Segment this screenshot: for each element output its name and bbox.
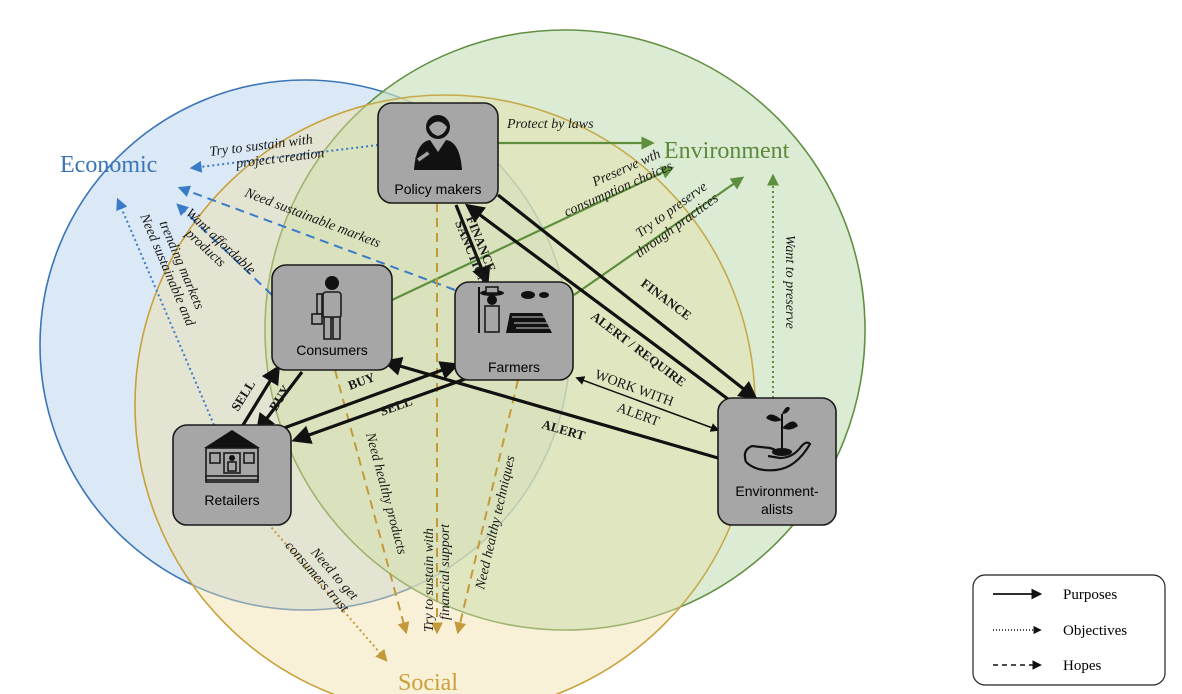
hand-plant-icon (743, 406, 812, 472)
farmer-field-icon (478, 286, 552, 333)
label-sustain-financial: Try to sustain with financial support (422, 523, 453, 632)
arrow-envist-policy (464, 203, 741, 410)
label-sustain-project: Try to sustain with project creation (209, 131, 326, 175)
arrow-consumers-environment (391, 166, 675, 301)
shop-stall-icon (204, 430, 260, 483)
consumers-label: Consumers (296, 342, 368, 358)
label-want-to-preserve: Want to preserve (782, 235, 797, 329)
arrow-consumers-social (334, 369, 410, 635)
arrow-consumers-economic (176, 203, 273, 296)
label-protect-by-laws: Protect by laws (506, 117, 594, 132)
legend-hopes-label: Hopes (1063, 658, 1101, 674)
environmentalists-label-1: Environment- (735, 483, 819, 499)
arrow-farmers-envist (575, 376, 720, 432)
arrow-retailers-consumers (238, 364, 281, 431)
arrow-policy-farmers (454, 204, 491, 286)
arrow-retailers-farmers (283, 361, 460, 430)
node-farmers[interactable]: Farmers (454, 281, 574, 381)
arrow-retailers-social (264, 519, 388, 662)
arrow-farmers-economic (177, 185, 456, 291)
farmers-label: Farmers (488, 359, 540, 375)
legend: Purposes Objectives Hopes (972, 574, 1166, 686)
node-policy-makers[interactable]: Policy makers (377, 102, 499, 204)
environmentalists-label-2: alists (761, 501, 793, 517)
person-gavel-icon (414, 115, 462, 170)
arrow-farmers-social (454, 379, 519, 635)
legend-purposes-label: Purposes (1063, 587, 1117, 603)
legend-objectives-label: Objectives (1063, 623, 1127, 639)
node-consumers[interactable]: Consumers (271, 264, 393, 371)
retailers-label: Retailers (204, 492, 259, 508)
environment-label: Environment (664, 138, 790, 164)
node-environmentalists[interactable]: Environment- alists (717, 397, 837, 526)
policy-makers-label: Policy makers (394, 181, 481, 197)
economic-label: Economic (60, 152, 157, 178)
social-label: Social (398, 670, 458, 694)
node-retailers[interactable]: Retailers (172, 424, 292, 526)
arrow-farmers-retailers (291, 376, 469, 444)
arrow-policy-economic (189, 144, 379, 173)
person-basket-icon (311, 276, 342, 340)
arrow-policy-envist (497, 193, 759, 401)
arrow-consumers-retailers (255, 371, 304, 434)
arrow-retailers-economic (116, 197, 215, 426)
